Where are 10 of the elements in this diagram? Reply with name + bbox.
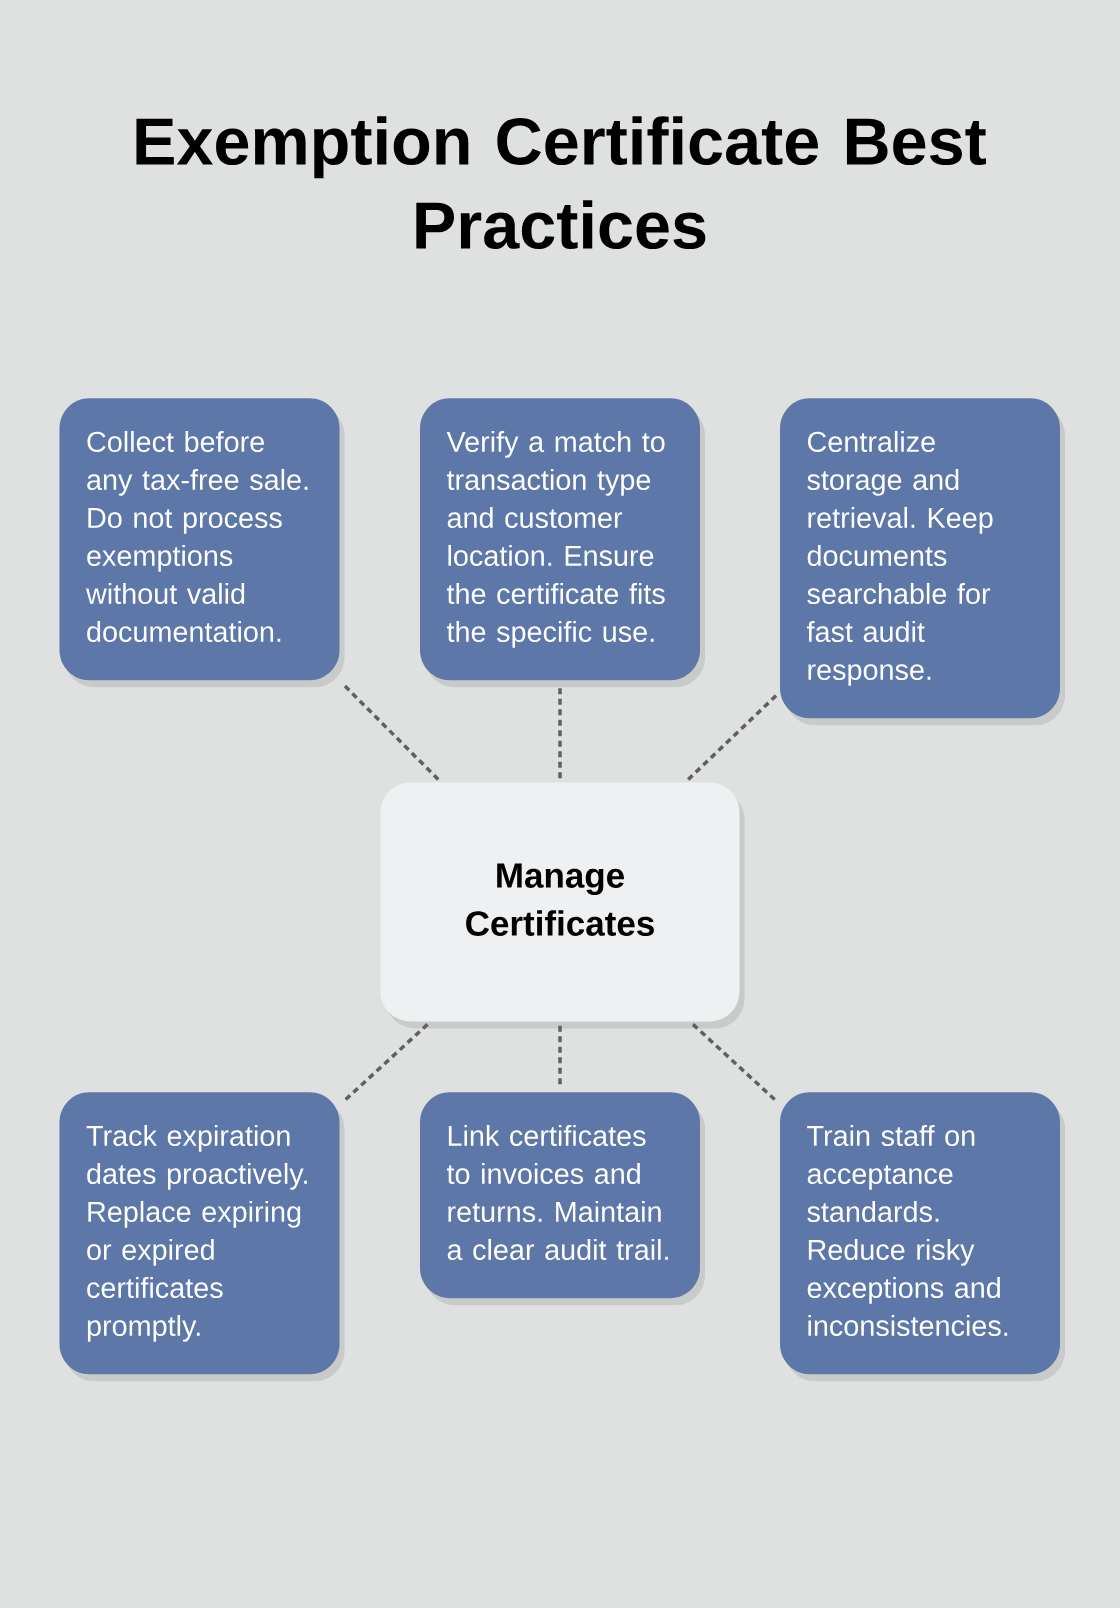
connector-line (686, 693, 779, 781)
tip-box: Track expiration dates proactively. Replace expiring or expired certificates promptly. (59, 1092, 345, 1382)
center-box: Manage Certificates (380, 782, 745, 1029)
title: Exemption Certificate Best Practices (136, 116, 986, 250)
connector-line (691, 1023, 779, 1103)
tip-box: Verify a match to transaction type and customer location. Ensure the certificate fits the specific use. (420, 398, 705, 688)
tip-box: Link certificates to invoices and returns. Maintain a clear audit trail. (420, 1092, 705, 1306)
tip-box: Centralize storage and retrieval. Keep documents searchable for fast audit response. (780, 398, 1065, 726)
tip-box: Train staff on acceptance standards. Reduce risky exceptions and inconsistencies. (780, 1092, 1065, 1382)
tip-box: Collect before any tax-free sale. Do not process exemptions without valid documentation. (59, 398, 345, 688)
